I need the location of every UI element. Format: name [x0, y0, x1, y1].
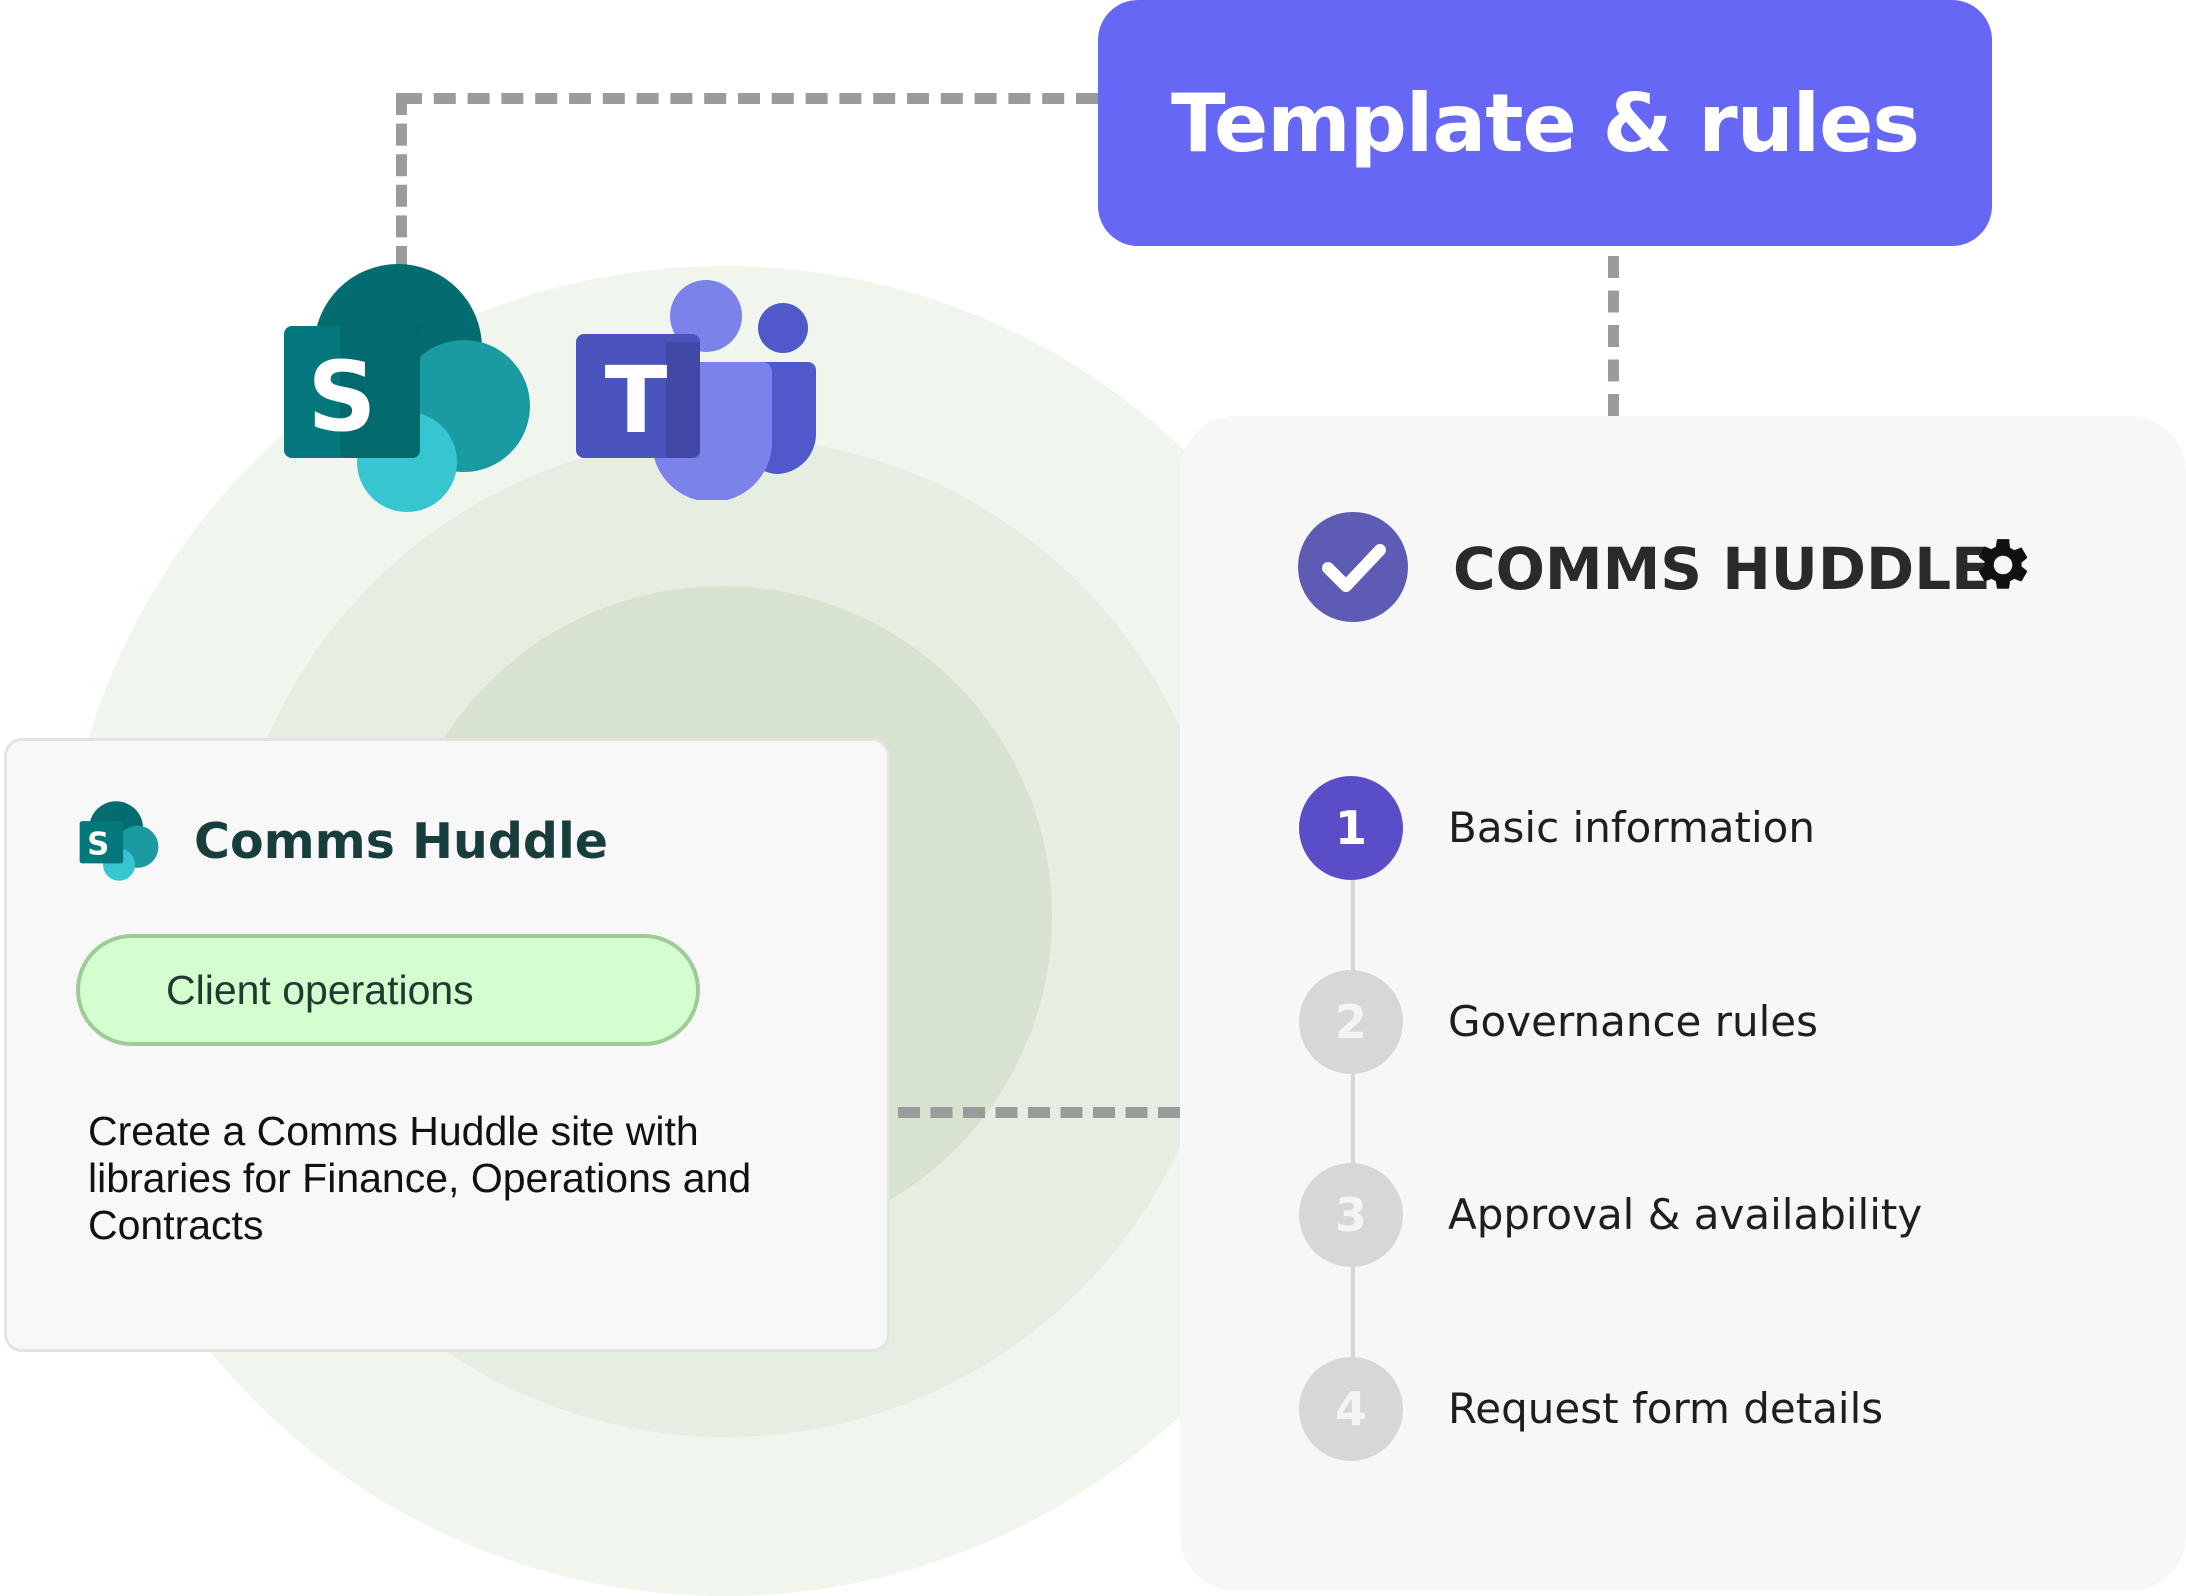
step-connector-line	[1351, 860, 1355, 1410]
check-circle-icon	[1298, 512, 1408, 622]
step-1-label[interactable]: Basic information	[1448, 803, 1815, 852]
step-2-indicator[interactable]: 2	[1299, 970, 1403, 1074]
step-2-number: 2	[1334, 995, 1367, 1049]
site-card-description: Create a Comms Huddle site with librarie…	[88, 1108, 752, 1248]
connector-top-left-vertical	[396, 93, 407, 268]
sharepoint-icon: S	[284, 264, 530, 512]
step-1-number: 1	[1334, 801, 1367, 855]
connector-top-horizontal	[400, 93, 1098, 104]
step-4-number: 4	[1334, 1382, 1367, 1436]
step-4-indicator[interactable]: 4	[1299, 1357, 1403, 1461]
teams-icon: T	[576, 280, 816, 500]
svg-text:S: S	[307, 341, 376, 453]
template-rules-box[interactable]: Template & rules	[1098, 0, 1992, 246]
svg-text:S: S	[87, 826, 109, 862]
gear-icon[interactable]	[1972, 534, 2034, 596]
step-4-label[interactable]: Request form details	[1448, 1384, 1884, 1433]
connector-template-to-panel	[1608, 256, 1619, 416]
site-card-title: Comms Huddle	[194, 813, 609, 870]
client-operations-label: Client operations	[166, 967, 474, 1013]
svg-text:T: T	[605, 347, 668, 454]
sharepoint-small-icon: S	[79, 801, 159, 881]
connector-card-to-panel	[898, 1107, 1180, 1118]
step-3-indicator[interactable]: 3	[1299, 1163, 1403, 1267]
wizard-title: COMMS HUDDLE	[1453, 535, 1991, 603]
step-1-indicator[interactable]: 1	[1299, 776, 1403, 880]
step-3-number: 3	[1334, 1188, 1367, 1242]
client-operations-tag[interactable]	[76, 934, 700, 1046]
template-rules-label: Template & rules	[1171, 76, 1920, 170]
step-2-label[interactable]: Governance rules	[1448, 997, 1819, 1046]
step-3-label[interactable]: Approval & availability	[1448, 1190, 1923, 1239]
